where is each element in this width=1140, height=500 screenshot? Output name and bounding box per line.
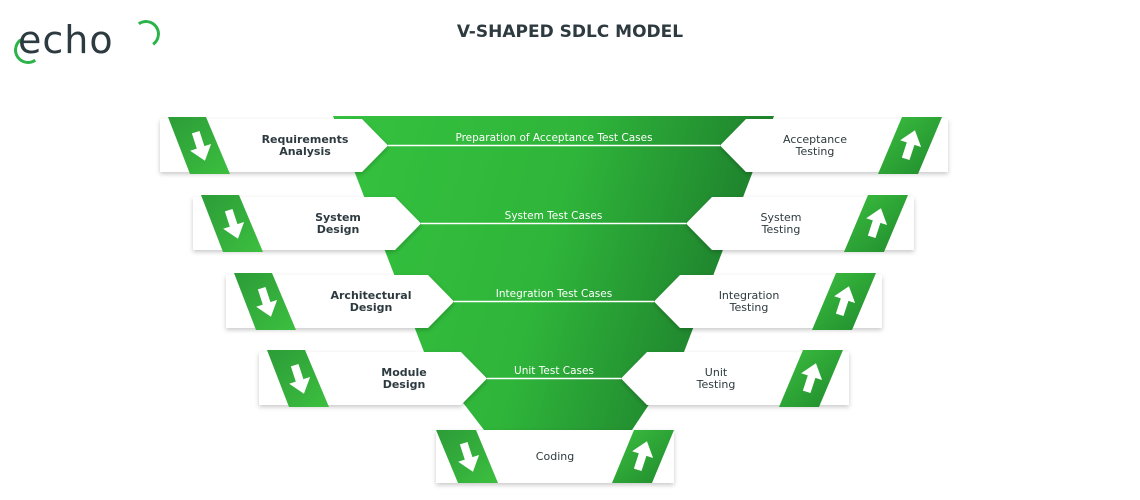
right-phase-label-line: Integration [718,288,780,302]
echo-logo: echo [11,6,168,76]
down-arrow-icon [256,286,278,317]
up-arrow-icon [866,208,888,239]
down-arrow-icon [289,363,311,394]
left-phase-label-line: Design [382,377,426,391]
right-phase-label-line: Testing [696,377,736,391]
coding-label: Coding [535,449,575,463]
test-case-label: Integration Test Cases [495,287,613,300]
logo-text: echo [18,18,114,62]
left-phase-label-line: System [315,210,361,224]
test-case-label: System Test Cases [504,209,603,222]
right-phase-label-line: System [760,210,802,224]
left-phase-label-line: Analysis [279,144,331,158]
down-arrow-icon [223,208,245,239]
left-phase-label-line: Design [316,222,360,236]
up-arrow-icon [801,363,823,394]
up-arrow-icon [900,130,922,161]
test-case-label: Preparation of Acceptance Test Cases [455,131,653,144]
test-case-label: Unit Test Cases [514,364,594,377]
up-arrow-icon [632,441,654,472]
left-phase-label-line: Requirements [261,132,349,146]
right-phase-label-line: Acceptance [782,132,848,146]
page-title: V-SHAPED SDLC MODEL [456,22,684,42]
left-phase-label-line: Architectural [330,288,412,302]
left-phase-label-line: Module [381,365,427,379]
right-phase-label-line: Testing [795,144,835,158]
right-phase-label-line: Testing [761,222,801,236]
left-phase-label-line: Design [349,300,393,314]
right-phase-label-line: Testing [729,300,769,314]
up-arrow-icon [834,286,856,317]
down-arrow-icon [458,441,480,472]
right-phase-label-line: Unit [704,365,728,379]
v-funnel [333,116,774,430]
down-arrow-icon [190,130,212,161]
